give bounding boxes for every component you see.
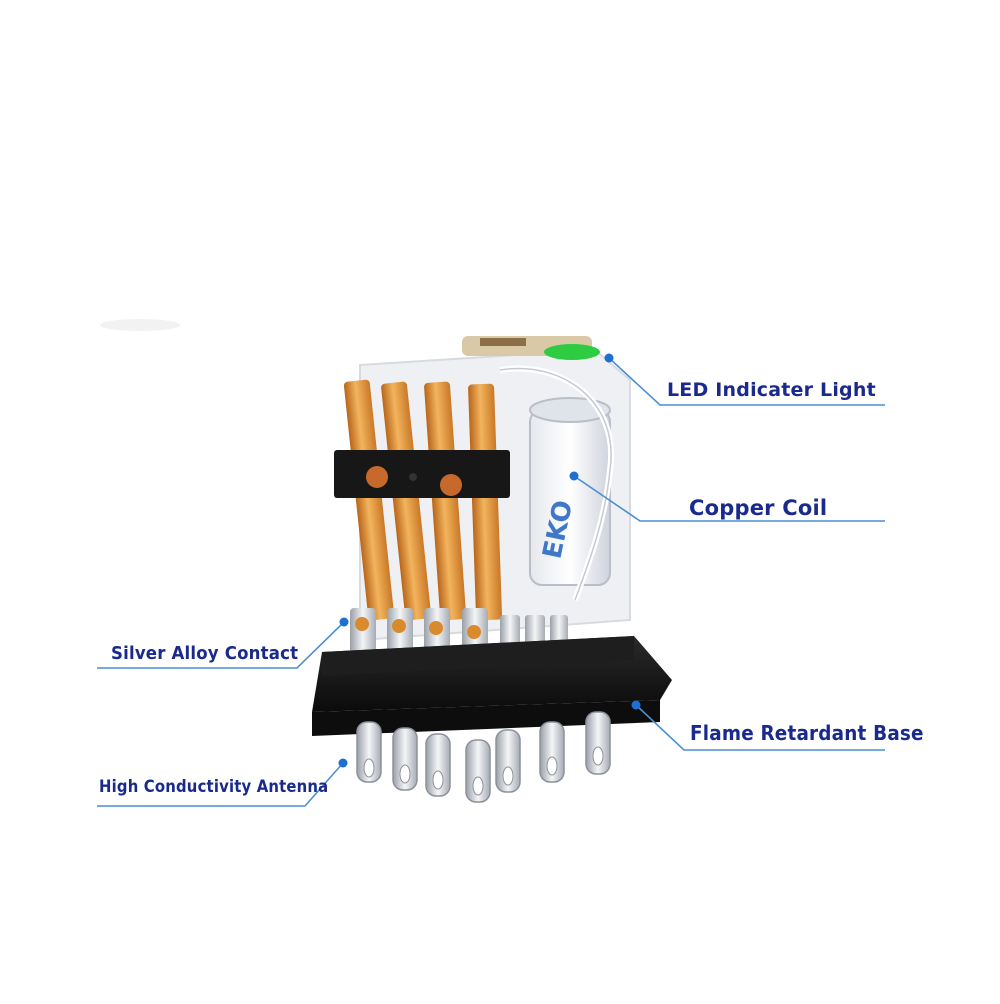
relay: EKO <box>312 336 672 803</box>
leader-antenna <box>97 762 344 807</box>
callout-high-conductivity-antenna: High Conductivity Antenna <box>99 777 329 796</box>
resistor <box>480 338 526 346</box>
background-smudge <box>100 319 180 331</box>
copper-springs <box>343 379 503 621</box>
leader-base <box>635 704 885 751</box>
led-light <box>544 344 600 360</box>
terminal-pins <box>356 711 611 803</box>
dot-silver <box>339 617 349 627</box>
callout-leaders <box>97 357 885 807</box>
leader-led <box>608 357 885 406</box>
separator-bar <box>334 450 510 498</box>
callout-flame-retardant-base: Flame Retardant Base <box>690 721 924 745</box>
leader-coil <box>573 475 885 522</box>
callout-copper-coil: Copper Coil <box>689 496 828 520</box>
rivet <box>366 466 388 488</box>
rivet-hole <box>409 473 417 481</box>
rivet <box>440 474 462 496</box>
callout-dots <box>338 353 641 768</box>
callout-led-indicator-light: LED Indicater Light <box>667 379 876 401</box>
flame-retardant-base <box>312 636 672 736</box>
dot-base <box>631 700 641 710</box>
callout-silver-alloy-contact: Silver Alloy Contact <box>111 643 299 664</box>
dot-antenna <box>338 758 348 768</box>
wire-outline <box>499 367 612 601</box>
leader-silver <box>97 621 345 669</box>
dot-led <box>604 353 614 363</box>
copper-coil: EKO <box>529 397 611 586</box>
dot-coil <box>569 471 579 481</box>
